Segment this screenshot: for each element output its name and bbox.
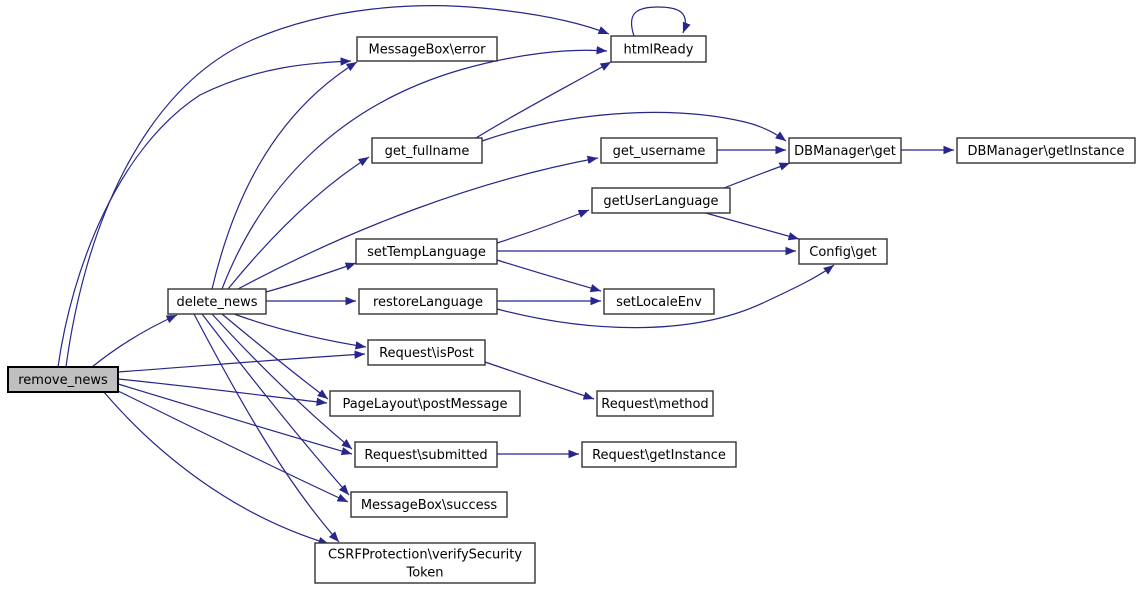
edge-delete-news--messagebox-error <box>211 61 358 290</box>
node-dbmanager-getinstance[interactable]: DBManager\getInstance <box>956 137 1136 164</box>
node-label: Request\isPost <box>379 346 474 361</box>
node-remove-news[interactable]: remove_news <box>7 366 119 393</box>
edge-delete-news--settemplanguage <box>265 262 357 293</box>
edge-remove-news--request-ispost <box>117 350 366 373</box>
node-messagebox-error[interactable]: MessageBox\error <box>356 36 498 62</box>
node-dbmanager-get[interactable]: DBManager\get <box>788 137 902 164</box>
node-pagelayout-postmessage[interactable]: PageLayout\postMessage <box>329 390 521 417</box>
node-label: getUserLanguage <box>603 194 718 209</box>
edge-remove-news--request-submitted <box>117 383 353 456</box>
node-label: get_username <box>613 144 706 159</box>
node-label: htmlReady <box>624 43 694 58</box>
edge-delete-news--pagelayout-postmessage <box>221 313 329 400</box>
edge-getuserlanguage--dbmanager-get <box>723 162 791 189</box>
node-label: MessageBox\success <box>361 498 498 513</box>
edge-getuserlanguage--config-get <box>701 211 800 241</box>
edge-restorelanguage--config-get <box>496 264 835 329</box>
node-label: setLocaleEnv <box>616 295 702 310</box>
edge-get-fullname--htmlready <box>475 61 612 139</box>
node-get-username[interactable]: get_username <box>600 137 718 164</box>
node-label: PageLayout\postMessage <box>342 397 507 412</box>
node-label: Request\method <box>601 397 708 412</box>
edge-remove-news--csrf-verifysecuritytoken <box>102 390 330 546</box>
edge-settemplanguage--setlocaleenv <box>496 259 602 293</box>
node-label: Config\get <box>809 245 876 260</box>
edge-get-fullname--dbmanager-get <box>481 111 787 142</box>
node-setlocaleenv[interactable]: setLocaleEnv <box>603 288 715 315</box>
edge-settemplanguage--getuserlanguage <box>496 209 590 244</box>
node-label: Request\submitted <box>364 448 487 463</box>
edge-delete-news--messagebox-success <box>201 313 350 496</box>
node-restorelanguage[interactable]: restoreLanguage <box>358 288 498 315</box>
edge-remove-news--messagebox-error <box>57 57 352 368</box>
node-label: MessageBox\error <box>369 43 487 58</box>
node-request-method[interactable]: Request\method <box>596 390 714 417</box>
node-htmlready[interactable]: htmlReady <box>610 35 707 63</box>
edge-delete-news--htmlready <box>221 46 608 290</box>
edge-delete-news--get-username <box>237 155 599 290</box>
edge-remove-news--delete-news <box>91 314 178 368</box>
node-get-fullname[interactable]: get_fullname <box>371 137 483 164</box>
edge-delete-news--request-submitted <box>211 313 353 450</box>
node-request-getinstance[interactable]: Request\getInstance <box>581 441 737 468</box>
edge-delete-news--csrf-verifysecuritytoken <box>193 313 340 543</box>
node-label: restoreLanguage <box>373 295 483 310</box>
node-delete-news[interactable]: delete_news <box>167 288 267 315</box>
node-settemplanguage[interactable]: setTempLanguage <box>355 238 498 265</box>
node-label: remove_news <box>18 373 108 388</box>
node-label: delete_news <box>176 295 257 310</box>
edge-delete-news--get-fullname <box>227 156 370 290</box>
edge-delete-news--request-ispost <box>233 313 367 350</box>
edge-remove-news--messagebox-success <box>115 389 349 503</box>
edge-remove-news--pagelayout-postmessage <box>117 378 328 406</box>
node-config-get[interactable]: Config\get <box>798 238 888 265</box>
node-label: DBManager\getInstance <box>968 144 1125 159</box>
edge-request-ispost--request-method <box>484 361 595 400</box>
node-request-submitted[interactable]: Request\submitted <box>354 441 498 468</box>
node-label: setTempLanguage <box>367 245 486 260</box>
edge-remove-news--htmlready <box>65 5 610 368</box>
node-label: Request\getInstance <box>592 448 726 463</box>
edge-htmlready--htmlready <box>630 6 691 37</box>
node-getuserlanguage[interactable]: getUserLanguage <box>591 187 731 214</box>
node-label: get_fullname <box>385 144 470 159</box>
node-messagebox-success[interactable]: MessageBox\success <box>350 491 508 518</box>
node-request-ispost[interactable]: Request\isPost <box>367 339 486 366</box>
node-label: DBManager\get <box>794 144 896 159</box>
